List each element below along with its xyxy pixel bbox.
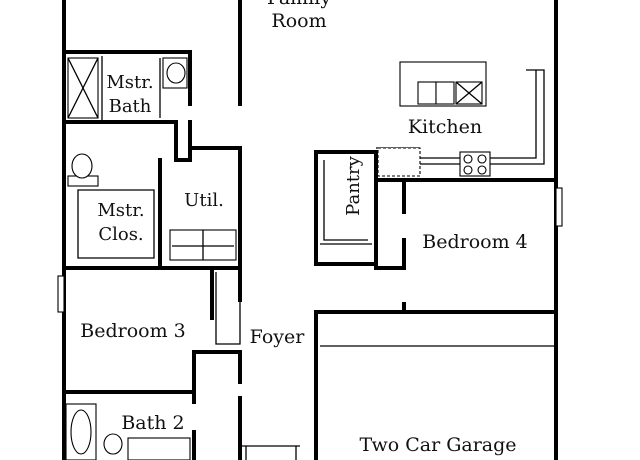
walls (62, 0, 558, 460)
details (57, 56, 563, 460)
sink-icon (417, 81, 455, 105)
bedroom-4-label: Bedroom 4 (422, 231, 527, 253)
garage-label: Two Car Garage (359, 434, 516, 456)
master-closet-label-line2: Clos. (98, 224, 143, 245)
closet-toilet-icon (67, 153, 99, 187)
window-icon-2 (555, 187, 563, 227)
family-room-label-line2: Room (271, 10, 326, 32)
master-bath-label-line2: Bath (109, 96, 152, 117)
kitchen-label: Kitchen (408, 116, 482, 138)
refrigerator-icon (377, 147, 421, 177)
master-closet-label-line1: Mstr. (97, 200, 144, 221)
family-room-label-line1: Family (267, 0, 331, 9)
bath-2-label: Bath 2 (121, 412, 184, 434)
vanity-icon (127, 437, 191, 460)
foyer-label: Foyer (250, 326, 306, 348)
pantry-label: Pantry (343, 155, 364, 215)
bath2-toilet-icon (103, 433, 123, 455)
bedroom-3-label: Bedroom 3 (80, 320, 185, 342)
washer-dryer-icon (169, 229, 237, 261)
master-bath-label-line1: Mstr. (106, 72, 153, 93)
stove-icon (459, 151, 491, 177)
dishwasher-icon (455, 81, 483, 105)
utility-label: Util. (184, 190, 224, 211)
window-icon (57, 275, 65, 313)
labels: Family Room Mstr. Bath Kitchen Mstr. Clo… (80, 0, 527, 456)
